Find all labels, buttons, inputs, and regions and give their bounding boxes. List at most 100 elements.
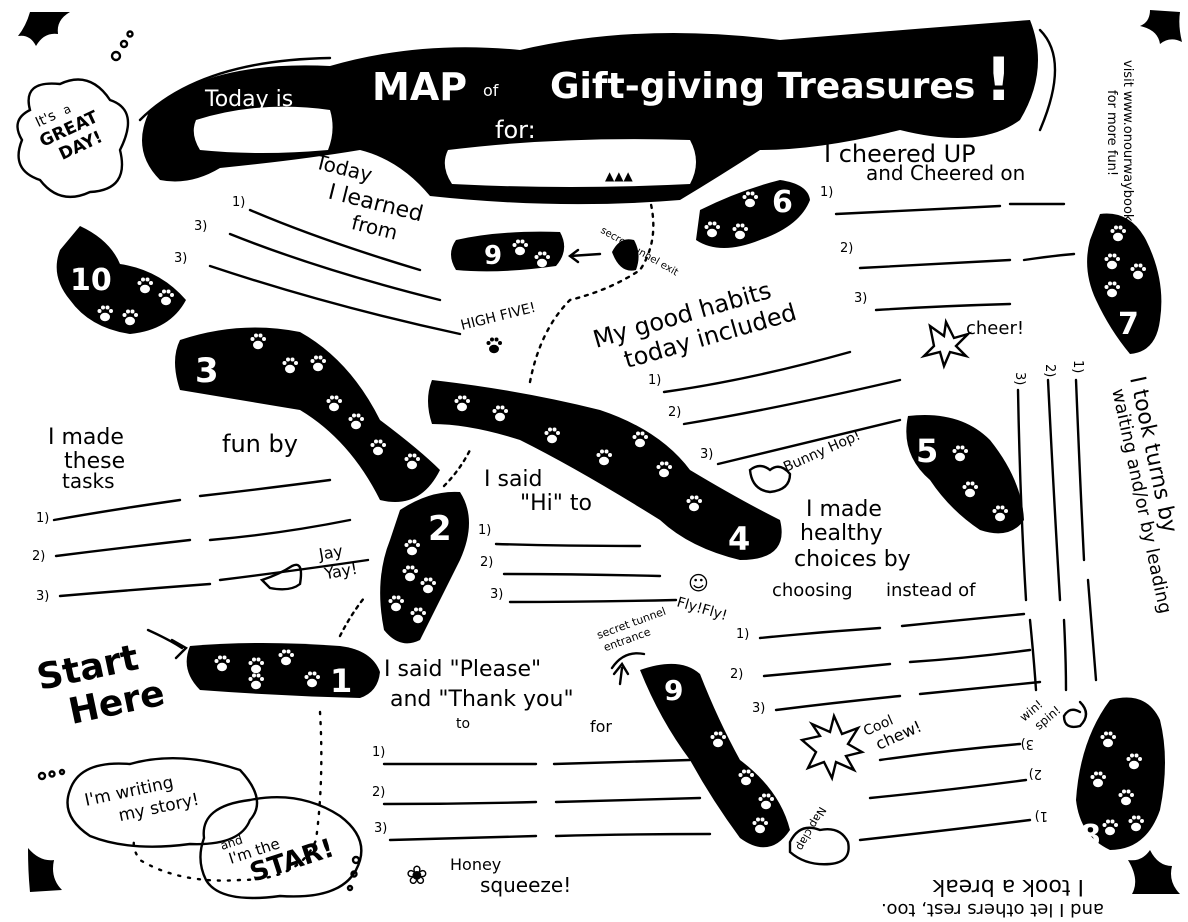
svg-text:Honey: Honey xyxy=(450,855,501,874)
num-3: 3) xyxy=(374,821,387,836)
learned-lines xyxy=(208,208,462,336)
svg-text:2): 2) xyxy=(1029,766,1042,781)
svg-text:a: a xyxy=(61,102,74,118)
svg-text:Jay: Jay xyxy=(316,541,344,564)
num-2: 2) xyxy=(730,667,743,682)
please-prompt: I said "Please" and "Thank you" to for xyxy=(384,657,612,736)
num-1: 1) xyxy=(478,523,491,538)
svg-text:I said: I said xyxy=(484,467,543,492)
break-prompt: I took a break and I let others rest, to… xyxy=(881,874,1104,920)
num-3: 3) xyxy=(854,291,867,306)
num-2: 2) xyxy=(372,785,385,800)
svg-text:cheer!: cheer! xyxy=(966,318,1024,339)
great-day-bubble: It's a GREAT DAY! xyxy=(16,30,134,199)
stop-7: 7 xyxy=(1087,213,1162,354)
num-3: 3) xyxy=(752,701,765,716)
start-arrow xyxy=(146,628,188,660)
svg-text:fun by: fun by xyxy=(222,430,298,458)
num-1: 1) xyxy=(736,627,749,642)
habits-lines xyxy=(662,350,902,466)
flyfly-callout: ☺ Fly!Fly! xyxy=(675,571,729,624)
turns-prompt: I took turns by waiting and/or by leadin… xyxy=(1107,374,1182,616)
svg-text:HIGH FIVE!: HIGH FIVE! xyxy=(459,300,537,334)
svg-text:I made: I made xyxy=(806,497,882,522)
stop-5: 5 xyxy=(906,415,1024,534)
cheer-callout: cheer! xyxy=(920,318,1024,370)
corner-decoration xyxy=(18,12,70,46)
title-text: Gift-giving Treasures xyxy=(550,66,975,107)
num-1: 1) xyxy=(648,373,661,388)
jay-callout: Jay Yay! xyxy=(259,541,359,591)
svg-text:8: 8 xyxy=(1080,819,1101,854)
habits-prompt: My good habits today included xyxy=(590,276,800,374)
num-2: 2) xyxy=(668,405,681,420)
svg-text:tasks: tasks xyxy=(62,469,115,493)
bunny-callout: Bunny Hop! xyxy=(748,427,863,494)
svg-text:I took a break: I took a break xyxy=(932,874,1084,899)
svg-text:visit www.onourwaybooks.com: visit www.onourwaybooks.com xyxy=(1120,60,1135,260)
stop-6: 6 xyxy=(696,180,810,248)
svg-text:secret tunnel exit: secret tunnel exit xyxy=(599,225,680,278)
please-lines xyxy=(382,758,712,842)
path-arrow xyxy=(612,661,630,686)
svg-text:and Cheered on: and Cheered on xyxy=(866,161,1025,185)
said-hi-lines xyxy=(494,542,678,604)
svg-text:1): 1) xyxy=(1035,808,1048,823)
num-1: 1) xyxy=(372,745,385,760)
flower-icon: ❀ xyxy=(406,861,428,891)
svg-text:instead of: instead of xyxy=(886,580,976,601)
stop-2: 2 xyxy=(380,491,469,644)
path-arrow xyxy=(338,596,366,638)
story-bubble: I'm writing my story! and I'm the STAR! xyxy=(37,757,363,900)
high-five-callout: HIGH FIVE! xyxy=(459,300,537,334)
svg-text:5: 5 xyxy=(916,432,938,470)
made-fun-lines xyxy=(52,478,370,598)
said-hi-prompt: I said "Hi" to xyxy=(484,467,592,516)
svg-text:4: 4 xyxy=(728,520,750,558)
svg-text:for: for xyxy=(590,717,612,736)
svg-text:1: 1 xyxy=(330,662,352,700)
tunnel-entrance-hole xyxy=(610,652,646,670)
num-2: 2) xyxy=(32,549,45,564)
title-map: MAP xyxy=(372,65,467,109)
svg-text:choosing: choosing xyxy=(772,580,853,601)
header-banner: Today is MAP of Gift-giving Treasures ! … xyxy=(138,20,1057,205)
svg-text:squeeze!: squeeze! xyxy=(480,873,571,897)
corner-decoration xyxy=(28,848,62,892)
svg-text:2): 2) xyxy=(1042,364,1057,377)
nap-callout: Nap clap xyxy=(788,805,850,866)
made-fun-prompt: I made these tasks fun by xyxy=(48,425,298,493)
num-3: 3) xyxy=(194,219,207,234)
stop-9-lower: 9 xyxy=(640,663,790,848)
svg-text:2: 2 xyxy=(428,509,452,549)
num-3: 3) xyxy=(490,587,503,602)
num-1: 1) xyxy=(36,511,49,526)
turns-lines xyxy=(1016,378,1098,692)
today-is-label: Today is xyxy=(204,87,293,112)
cheered-prompt: I cheered UP and Cheered on xyxy=(824,140,1025,185)
svg-text:"Hi" to: "Hi" to xyxy=(520,491,592,516)
svg-text:I cheered UP: I cheered UP xyxy=(824,140,976,168)
svg-text:3): 3) xyxy=(1012,372,1027,385)
turns-numbering: 3) 2) 1) xyxy=(1012,360,1085,385)
title-of: of xyxy=(483,81,499,100)
num-1: 1) xyxy=(232,195,245,210)
corner-decoration xyxy=(1128,850,1180,894)
svg-text:I made: I made xyxy=(48,425,124,450)
num-2: 2) xyxy=(840,241,853,256)
svg-text:7: 7 xyxy=(1118,307,1139,342)
svg-text:3): 3) xyxy=(1021,736,1034,751)
path-arrow xyxy=(442,448,472,488)
svg-text:and "Thank you": and "Thank you" xyxy=(390,687,574,712)
honey-callout: ❀ Honey squeeze! xyxy=(406,855,571,897)
stop-10: 10 xyxy=(56,226,187,334)
tunnel-exit-arrow xyxy=(568,248,602,264)
num-3: 3) xyxy=(700,447,713,462)
stop-4: 4 xyxy=(428,380,782,560)
path-arrow xyxy=(528,198,655,384)
svg-text:these: these xyxy=(64,449,125,474)
svg-text:9: 9 xyxy=(484,241,502,271)
win-spin-callout: win! spin! xyxy=(1017,697,1088,733)
start-here-label: Start Here xyxy=(33,637,168,733)
